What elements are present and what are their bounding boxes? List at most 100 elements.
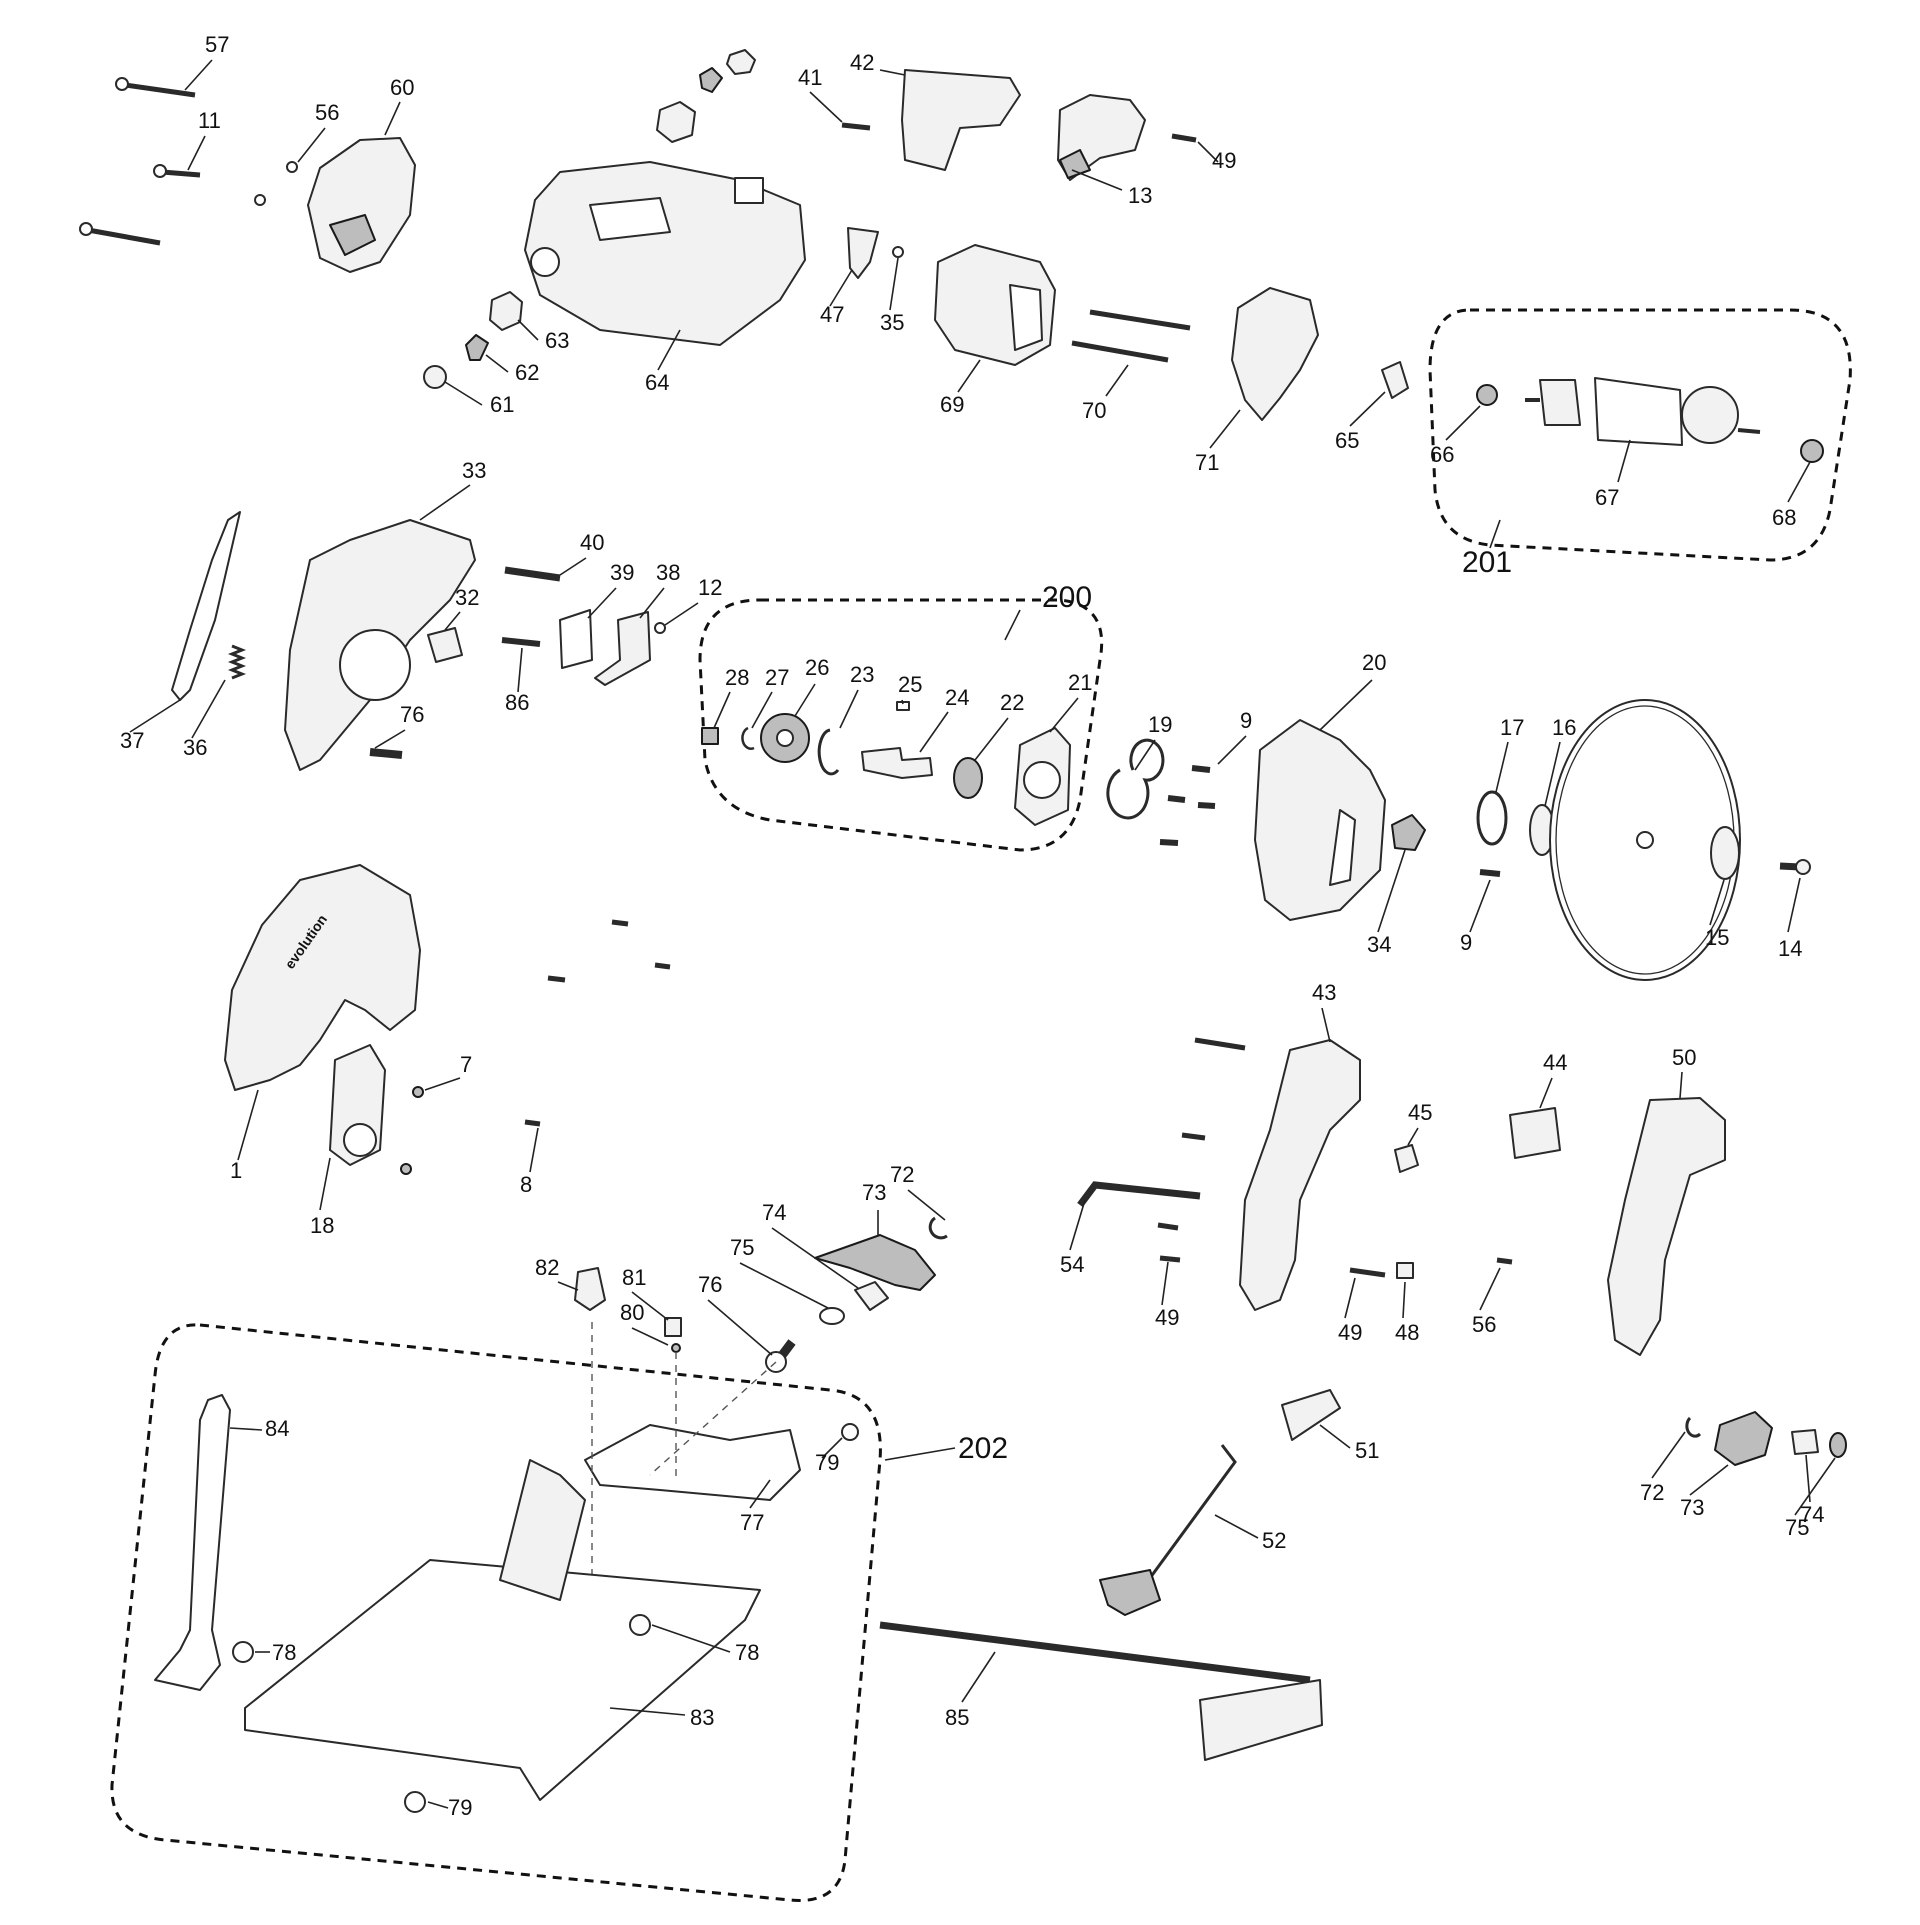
leader-line-81 <box>631 1291 669 1321</box>
part-78-washer-b <box>629 1614 651 1636</box>
part-nut-top <box>726 49 756 75</box>
leader-line-35 <box>889 257 899 311</box>
part-number-76: 76 <box>698 1272 722 1297</box>
part-number-37: 37 <box>120 728 144 753</box>
part-73-bevel-lever <box>814 1234 936 1291</box>
part-number-78: 78 <box>272 1640 296 1665</box>
leader-line-69 <box>957 359 981 393</box>
part-number-57: 57 <box>205 32 229 57</box>
leader-line-76 <box>374 729 406 749</box>
part-33-arbor-hole <box>339 629 411 701</box>
group-label-201: 201 <box>1462 546 1512 579</box>
part-54-allen-key <box>1077 1181 1201 1208</box>
part-number-47: 47 <box>820 302 844 327</box>
part-8-screws <box>524 919 671 1127</box>
part-32-bushing <box>427 627 463 663</box>
leader-line-75 <box>1794 1457 1836 1516</box>
leader-line-13 <box>1071 169 1123 191</box>
part-labels: 1789911121314151617181920212223242526272… <box>120 32 1836 1820</box>
part-number-69: 69 <box>940 392 964 417</box>
part-number-72: 72 <box>1640 1480 1664 1505</box>
part-74-knob <box>854 1281 889 1311</box>
part-79-plug-bottom <box>404 1791 426 1813</box>
part-number-16: 16 <box>1552 715 1576 740</box>
part-number-77: 77 <box>740 1510 764 1535</box>
leader-line-23 <box>839 689 859 729</box>
part-75-washer <box>819 1307 845 1325</box>
part-85-rip-fence <box>879 1621 1323 1761</box>
part-26-hub <box>776 729 794 747</box>
part-number-7: 7 <box>460 1052 472 1077</box>
part-7-screw-b <box>400 1163 412 1175</box>
leader-line-75 <box>739 1262 829 1309</box>
part-number-86: 86 <box>505 690 529 715</box>
part-43-handle-half <box>1239 1039 1361 1311</box>
leader-line-73 <box>1689 1464 1729 1496</box>
part-11-screw <box>153 164 201 178</box>
part-number-28: 28 <box>725 665 749 690</box>
part-number-44: 44 <box>1543 1050 1567 1075</box>
part-number-20: 20 <box>1362 650 1386 675</box>
part-38-bracket <box>594 611 651 686</box>
part-number-24: 24 <box>945 685 969 710</box>
leader-line-16 <box>1544 741 1561 807</box>
leader-line-66 <box>1445 405 1481 441</box>
group-200-boundary <box>698 598 1104 852</box>
part-1-fixed-guard <box>224 864 421 1091</box>
leader-line-1 <box>237 1089 259 1161</box>
part-23-retaining-ring <box>817 728 840 776</box>
leader-202 <box>884 1447 956 1461</box>
leader-line-71 <box>1209 409 1241 449</box>
part-80-nut <box>671 1343 681 1353</box>
part-number-40: 40 <box>580 530 604 555</box>
part-number-84: 84 <box>265 1416 289 1441</box>
leader-line-86 <box>517 647 523 693</box>
part-76-bolt-upper <box>369 748 403 759</box>
part-number-13: 13 <box>1128 183 1152 208</box>
leader-line-56 <box>297 127 326 163</box>
leader-line-42 <box>879 69 906 76</box>
part-number-54: 54 <box>1060 1252 1084 1277</box>
part-34-lever <box>1391 814 1426 851</box>
part-number-41: 41 <box>798 65 822 90</box>
leader-line-15 <box>1709 879 1725 926</box>
part-number-49: 49 <box>1155 1305 1179 1330</box>
leader-line-43 <box>1321 1007 1331 1043</box>
leader-line-28 <box>713 691 731 729</box>
part-number-43: 43 <box>1312 980 1336 1005</box>
part-17-ring <box>1476 790 1508 846</box>
part-19-spring <box>1106 738 1165 820</box>
part-73-lever-right <box>1714 1411 1773 1466</box>
part-41-screw <box>841 122 871 131</box>
part-saw-blade-bore <box>1636 831 1654 849</box>
leader-line-67 <box>1617 439 1631 483</box>
part-47-bracket <box>847 227 879 279</box>
part-75-washer-right <box>1829 1432 1847 1458</box>
part-number-48: 48 <box>1395 1320 1419 1345</box>
part-20-slot <box>1329 809 1356 886</box>
part-number-49: 49 <box>1212 148 1236 173</box>
group-label-202: 202 <box>958 1432 1008 1465</box>
part-83-base-plate <box>244 1559 761 1801</box>
part-64-switch <box>734 177 764 204</box>
leader-line-76 <box>707 1299 773 1356</box>
leader-line-8 <box>529 1127 539 1173</box>
leader-line-34 <box>1377 849 1406 933</box>
part-number-71: 71 <box>1195 450 1219 475</box>
leader-line-25 <box>901 699 904 705</box>
part-15-outer-flange <box>1710 826 1740 880</box>
leader-line-39 <box>587 587 617 619</box>
leader-line-68 <box>1787 461 1811 503</box>
leader-line-22 <box>974 717 1009 761</box>
leader-line-26 <box>794 683 816 717</box>
leader-line-84 <box>229 1427 263 1431</box>
leader-line-50 <box>1679 1071 1683 1099</box>
leader-line-40 <box>559 557 587 576</box>
part-number-32: 32 <box>455 585 479 610</box>
part-81-screw <box>664 1317 682 1337</box>
part-56-screw <box>286 161 298 173</box>
part-number-25: 25 <box>898 672 922 697</box>
leader-line-32 <box>444 611 461 631</box>
part-27-clip <box>741 726 755 750</box>
